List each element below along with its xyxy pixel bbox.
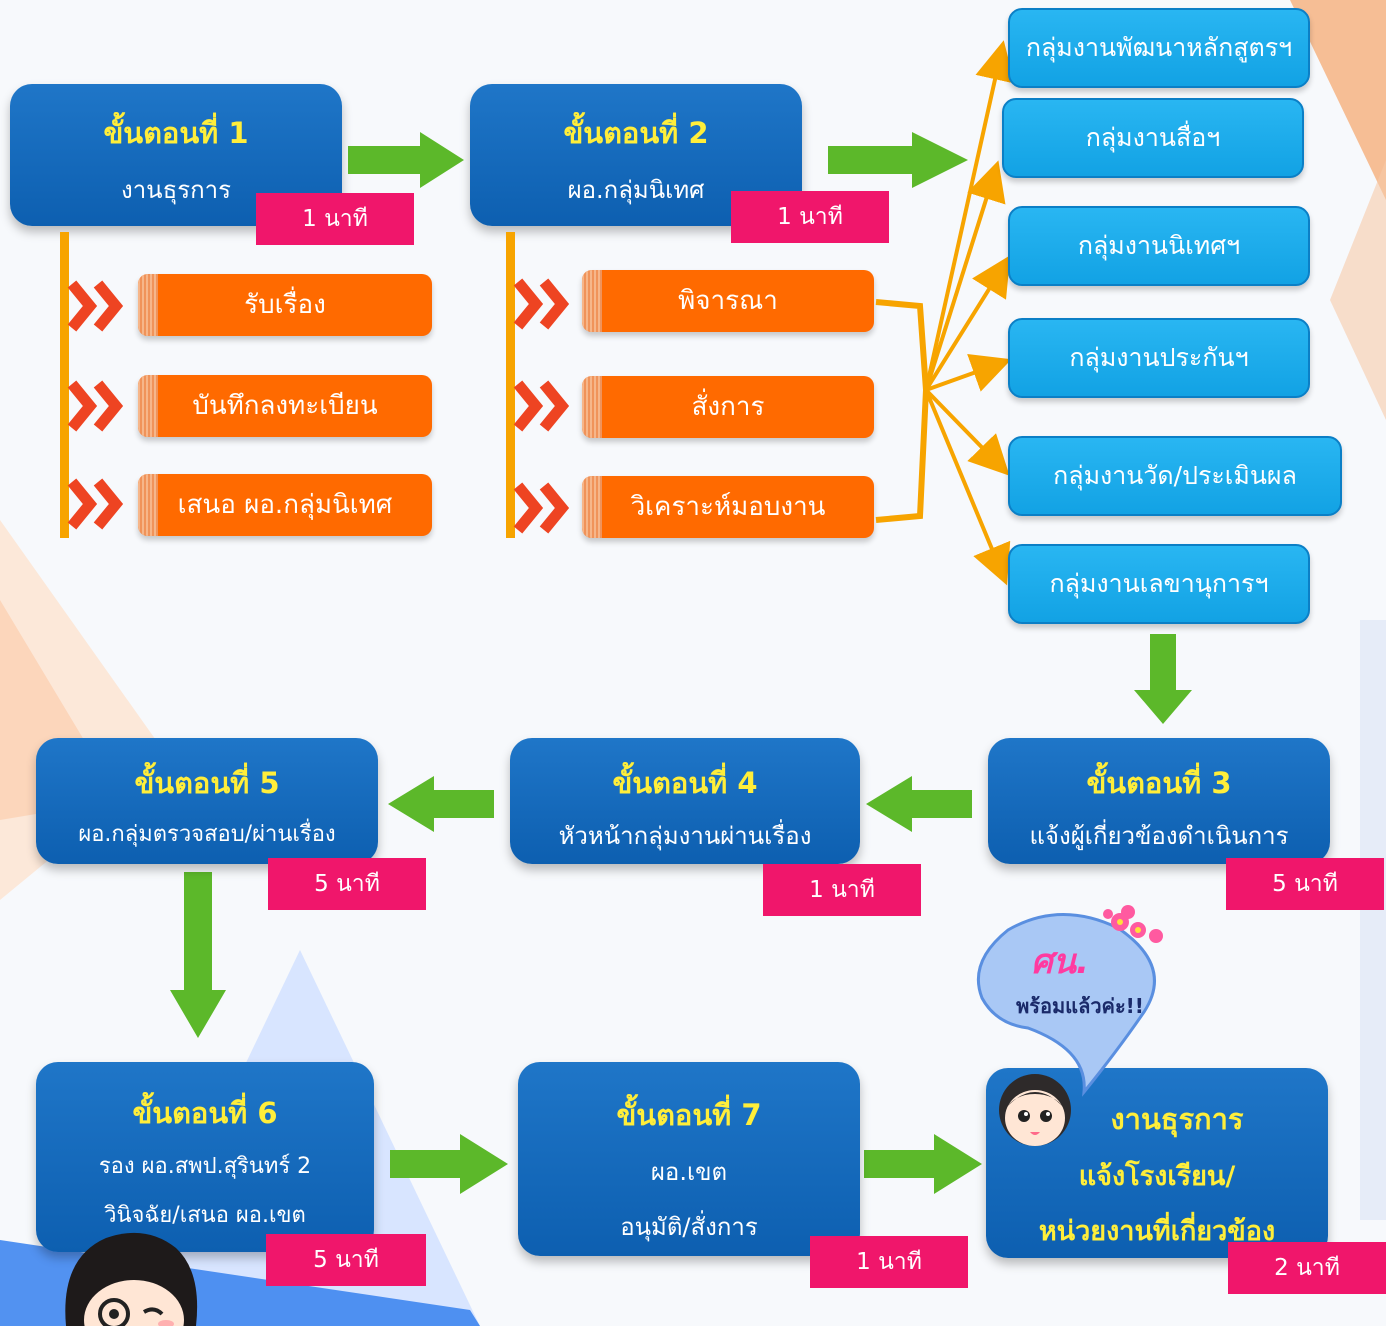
group-connector bbox=[924, 40, 1015, 586]
step-7-time-badge: 1 นาที bbox=[810, 1236, 968, 1288]
arrow-right-icon bbox=[390, 1134, 508, 1194]
arrow-left-icon bbox=[866, 776, 972, 832]
step-6-line-2: วินิจฉัย/เสนอ ผอ.เขต bbox=[104, 1203, 306, 1228]
speech-bubble bbox=[976, 905, 1163, 1097]
girl-avatar-icon bbox=[999, 1074, 1071, 1146]
boy-avatar-icon bbox=[65, 1232, 198, 1326]
step-3-label: แจ้งผู้เกี่ยวข้องดำเนินการ bbox=[1029, 822, 1289, 850]
arrow-right-icon bbox=[828, 132, 968, 188]
final-step-title: งานธุรการ bbox=[1110, 1102, 1244, 1136]
step-5-label: ผอ.กลุ่มตรวจสอบ/ผ่านเรื่อง bbox=[78, 822, 336, 847]
arrow-right-icon bbox=[348, 132, 464, 188]
step-5-box: ขั้นตอนที่ 5 ผอ.กลุ่มตรวจสอบ/ผ่านเรื่อง bbox=[36, 738, 378, 864]
step-5-time-badge: 5 นาที bbox=[268, 858, 426, 910]
step-7-line-1: ผอ.เขต bbox=[650, 1158, 728, 1186]
step-6-box: ขั้นตอนที่ 6 รอง ผอ.สพป.สุรินทร์ 2 วินิจ… bbox=[36, 1062, 374, 1252]
step-2-label: ผอ.กลุ่มนิเทศ bbox=[567, 176, 705, 204]
step-7-box: ขั้นตอนที่ 7 ผอ.เขต อนุมัติ/สั่งการ bbox=[518, 1062, 860, 1256]
step-1-time-badge: 1 นาที bbox=[256, 193, 414, 245]
final-step-time-badge: 2 นาที bbox=[1228, 1242, 1386, 1294]
step-6-line-1: รอง ผอ.สพป.สุรินทร์ 2 bbox=[98, 1154, 312, 1179]
step-2-task-3: วิเคราะห์มอบงาน bbox=[582, 476, 874, 538]
group-evaluation: กลุ่มงานวัด/ประเมินผล bbox=[1008, 436, 1342, 516]
step-7-title: ขั้นตอนที่ 7 bbox=[616, 1098, 762, 1132]
step-1-tree bbox=[60, 232, 124, 538]
chevron-right-icon bbox=[513, 380, 570, 432]
step-1-task-2: บันทึกลงทะเบียน bbox=[138, 375, 432, 437]
bubble-title: ศน. bbox=[1031, 942, 1089, 982]
step-7-line-2: อนุมัติ/สั่งการ bbox=[620, 1213, 758, 1241]
arrow-down-icon bbox=[170, 872, 226, 1038]
chevron-right-icon bbox=[513, 482, 570, 534]
group-curriculum: กลุ่มงานพัฒนาหลักสูตรฯ bbox=[1008, 8, 1310, 88]
step-2-box: ขั้นตอนที่ 2 ผอ.กลุ่มนิเทศ bbox=[470, 84, 802, 226]
step-4-time-badge: 1 นาที bbox=[763, 864, 921, 916]
step-5-title: ขั้นตอนที่ 5 bbox=[134, 766, 280, 800]
chevron-right-icon bbox=[513, 278, 570, 330]
chevron-right-icon bbox=[67, 380, 124, 432]
chevron-right-icon bbox=[67, 280, 124, 332]
arrow-right-icon bbox=[864, 1134, 982, 1194]
final-step-line-2: หน่วยงานที่เกี่ยวข้อง bbox=[1038, 1216, 1276, 1247]
task-bracket bbox=[875, 299, 930, 523]
step-3-title: ขั้นตอนที่ 3 bbox=[1086, 766, 1232, 800]
step-6-title: ขั้นตอนที่ 6 bbox=[132, 1096, 278, 1130]
bubble-text: พร้อมแล้วค่ะ!! bbox=[1016, 994, 1144, 1018]
step-2-title: ขั้นตอนที่ 2 bbox=[563, 116, 709, 150]
step-2-time-badge: 1 นาที bbox=[731, 191, 889, 243]
group-quality-assurance: กลุ่มงานประกันฯ bbox=[1008, 318, 1310, 398]
step-3-box: ขั้นตอนที่ 3 แจ้งผู้เกี่ยวข้องดำเนินการ bbox=[988, 738, 1330, 864]
step-2-task-2: สั่งการ bbox=[582, 376, 874, 438]
group-secretary: กลุ่มงานเลขานุการฯ bbox=[1008, 544, 1310, 624]
final-step-line-1: แจ้งโรงเรียน/ bbox=[1078, 1161, 1236, 1192]
step-1-task-3: เสนอ ผอ.กลุ่มนิเทศ bbox=[138, 474, 432, 536]
step-2-task-1: พิจารณา bbox=[582, 270, 874, 332]
step-4-title: ขั้นตอนที่ 4 bbox=[612, 766, 758, 800]
step-1-task-1: รับเรื่อง bbox=[138, 274, 432, 336]
group-media: กลุ่มงานสื่อฯ bbox=[1002, 98, 1304, 178]
step-1-label: งานธุรการ bbox=[120, 176, 232, 204]
step-4-box: ขั้นตอนที่ 4 หัวหน้ากลุ่มงานผ่านเรื่อง bbox=[510, 738, 860, 864]
step-2-tree bbox=[506, 232, 570, 538]
group-supervision: กลุ่มงานนิเทศฯ bbox=[1008, 206, 1310, 286]
step-1-title: ขั้นตอนที่ 1 bbox=[103, 116, 249, 150]
step-6-time-badge: 5 นาที bbox=[266, 1234, 426, 1286]
step-3-time-badge: 5 นาที bbox=[1226, 858, 1384, 910]
chevron-right-icon bbox=[67, 478, 124, 530]
arrow-down-icon bbox=[1134, 634, 1192, 724]
arrow-left-icon bbox=[388, 776, 494, 832]
step-4-label: หัวหน้ากลุ่มงานผ่านเรื่อง bbox=[558, 822, 812, 850]
